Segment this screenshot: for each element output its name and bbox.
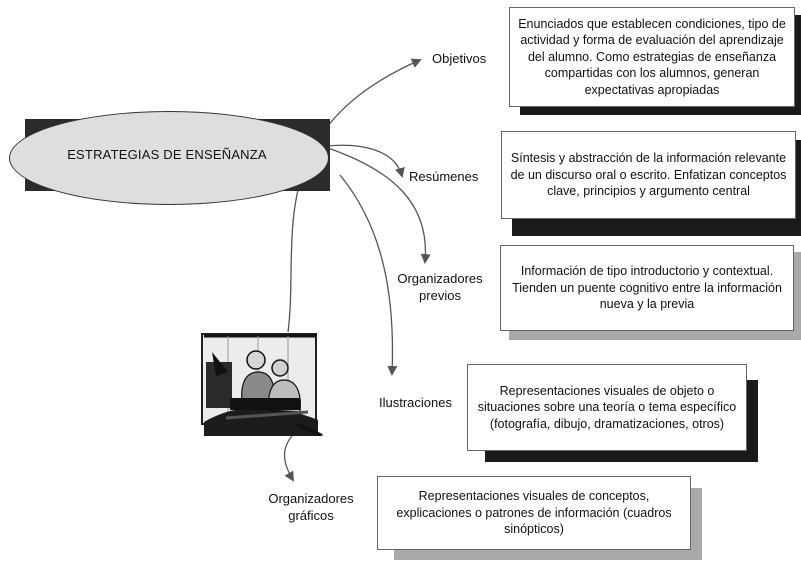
description-box-objetivos: Enunciados que establecen condiciones, t… <box>509 7 795 107</box>
branch-label-ilustraciones: Ilustraciones <box>379 395 452 410</box>
arrow-organizadores-graficos <box>283 435 295 482</box>
branch-label-objetivos: Objetivos <box>432 51 487 66</box>
branch-label-organizadores-previos: Organizadores previos <box>397 271 483 303</box>
center-node: ESTRATEGIAS DE ENSEÑANZA <box>9 111 329 205</box>
branch-label-resumenes: Resúmenes <box>409 169 479 184</box>
description-box-organizadores-graficos: Representaciones visuales de conceptos, … <box>377 476 691 550</box>
arrow-ilustraciones <box>339 174 398 376</box>
branch-label-organizadores-graficos: Organizadores gráficos <box>268 491 354 523</box>
center-node-label: ESTRATEGIAS DE ENSEÑANZA <box>67 146 267 162</box>
description-box-resumenes: Síntesis y abstracción de la información… <box>501 131 796 219</box>
arrow-organizadores-previos <box>321 145 431 264</box>
people-at-computer-icon <box>198 332 324 436</box>
description-box-ilustraciones: Representaciones visuales de objeto o si… <box>467 364 747 451</box>
description-box-organizadores-previos: Información de tipo introductorio y cont… <box>500 245 794 331</box>
